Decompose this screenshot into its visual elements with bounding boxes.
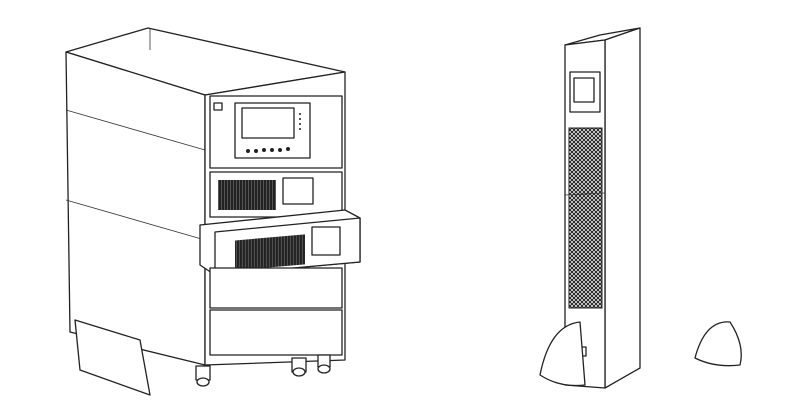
module-vent [218, 180, 276, 210]
empty-slot [209, 267, 343, 309]
cabinet-base [74, 319, 151, 396]
display-screen [573, 77, 595, 103]
tower-side [604, 27, 641, 389]
logo [213, 102, 223, 111]
cabinet-side-panel [65, 51, 206, 366]
mesh-grille [568, 127, 603, 309]
empty-slot [209, 309, 343, 356]
tower-ups [539, 27, 742, 389]
module-display [311, 226, 341, 256]
stand-feet [539, 321, 742, 387]
display-screen [241, 107, 295, 139]
modular-ups-cabinet [65, 27, 361, 396]
indicator-leds [299, 113, 301, 130]
caster-wheels [195, 354, 331, 387]
module-display [282, 177, 314, 205]
control-buttons [246, 147, 290, 153]
